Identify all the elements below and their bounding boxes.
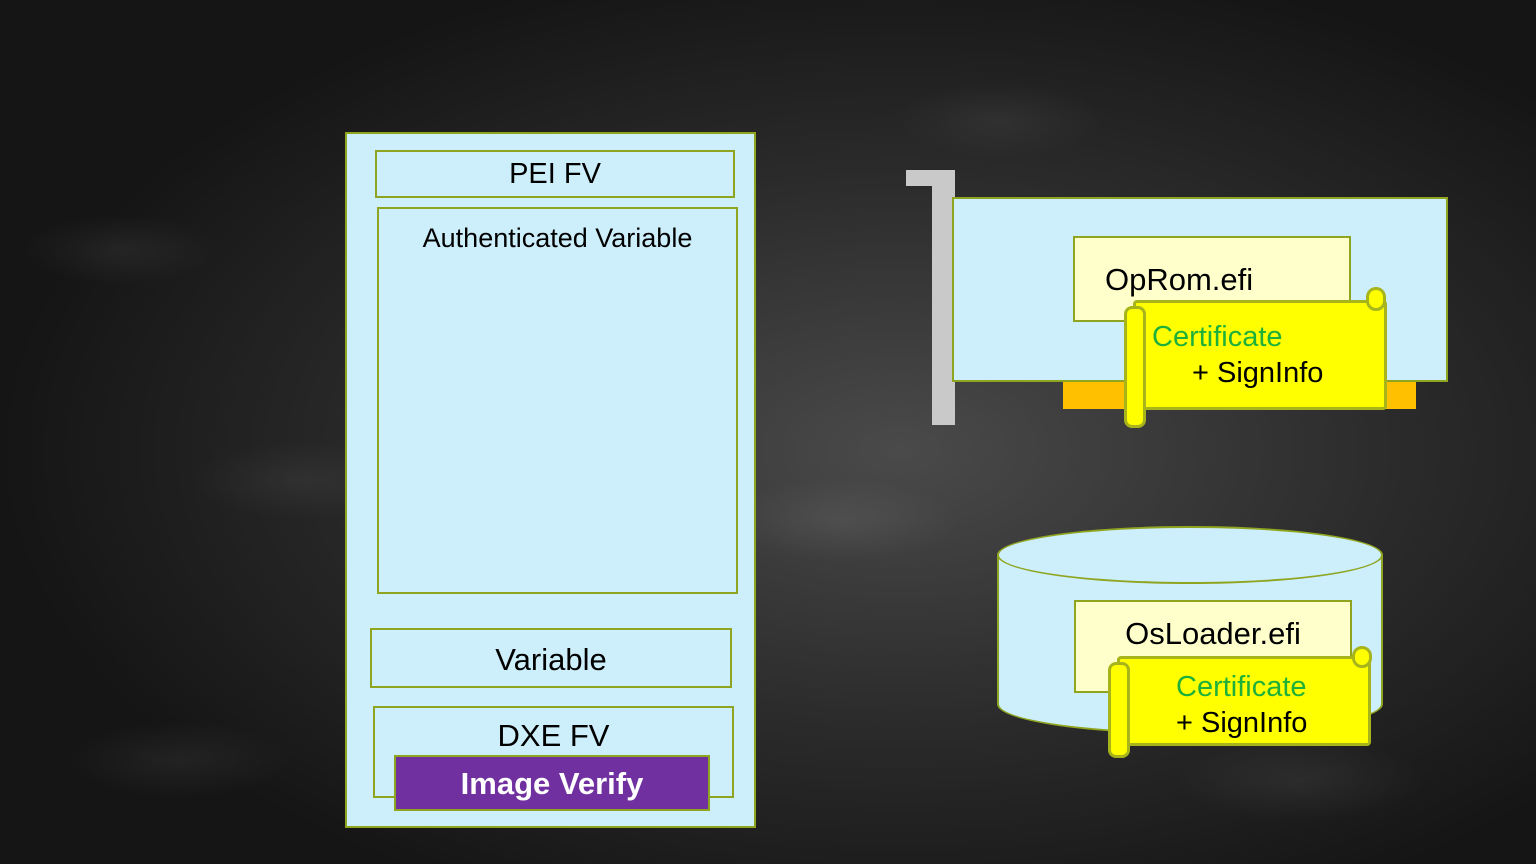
variable-box: Variable bbox=[370, 628, 732, 688]
disk-top bbox=[997, 526, 1383, 584]
image-verify-label: Image Verify bbox=[460, 766, 644, 801]
osloader-scroll-roll-left bbox=[1108, 662, 1130, 758]
oprom-scroll-roll-left bbox=[1124, 306, 1146, 428]
pei-fv-label: PEI FV bbox=[509, 158, 601, 190]
osloader-signinfo-label: + SignInfo bbox=[1176, 707, 1308, 739]
image-verify-box: Image Verify bbox=[394, 755, 710, 811]
authenticated-variable-label: Authenticated Variable bbox=[422, 223, 693, 253]
osloader-certificate-label: Certificate bbox=[1176, 671, 1307, 703]
osloader-scroll-roll-right bbox=[1352, 646, 1372, 668]
osloader-file-label: OsLoader.efi bbox=[1125, 616, 1301, 651]
authenticated-variable-box: Authenticated Variable bbox=[377, 207, 738, 594]
dxe-fv-label: DXE FV bbox=[497, 718, 610, 753]
variable-label: Variable bbox=[495, 642, 607, 677]
oprom-certificate-scroll: Certificate + SignInfo bbox=[1133, 300, 1387, 410]
oprom-scroll-roll-right bbox=[1366, 287, 1386, 311]
oprom-certificate-label: Certificate bbox=[1152, 321, 1283, 353]
card-bracket-bar bbox=[932, 170, 955, 425]
oprom-file-label: OpRom.efi bbox=[1105, 262, 1254, 297]
pei-fv-box: PEI FV bbox=[375, 150, 735, 198]
osloader-certificate-scroll: Certificate + SignInfo bbox=[1117, 656, 1371, 746]
oprom-signinfo-label: + SignInfo bbox=[1192, 357, 1324, 389]
